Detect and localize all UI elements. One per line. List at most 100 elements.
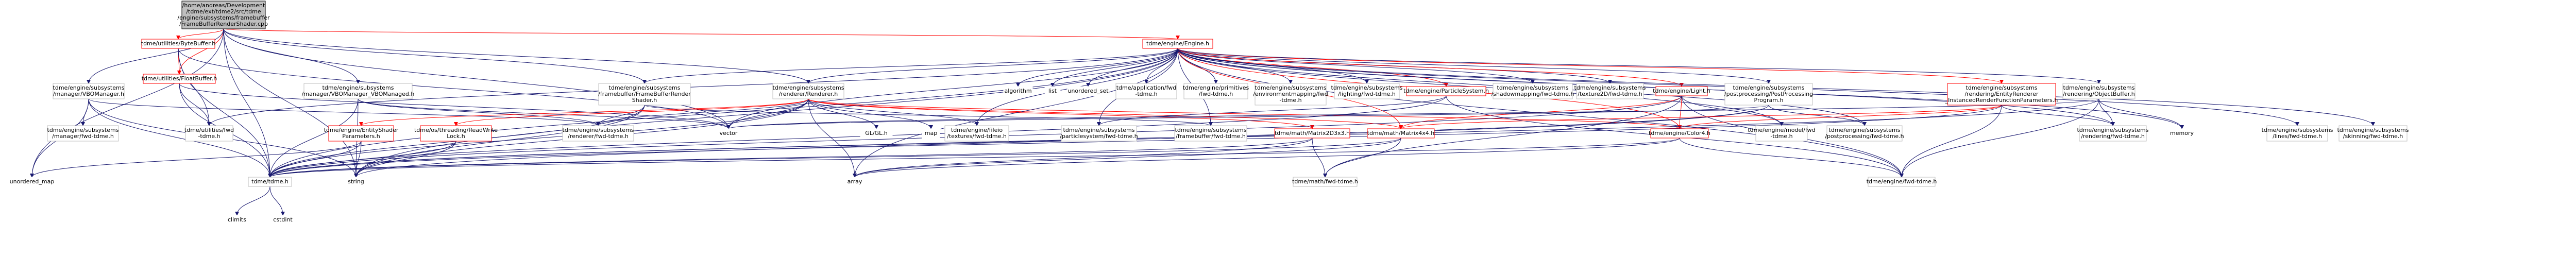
graph-node-skinning-fwd[interactable]: tdme/engine/subsystems/skinning/fwd-tdme… [2337,125,2409,142]
graph-node-fileio-fwd[interactable]: tdme/engine/fileio/textures/fwd-tdme.h [944,125,1009,142]
graph-node-engine-fwd[interactable]: tdme/engine/fwd-tdme.h [1867,177,1937,187]
graph-node-box [598,83,691,106]
graph-node-label: array [848,178,862,185]
include-edge [1679,138,1904,178]
graph-node-particlesystem[interactable]: tdme/engine/ParticleSystem.h [1403,86,1489,96]
graph-node-label: tdme/engine/subsystems [2262,127,2333,133]
graph-node-matrix2d3x3[interactable]: tdme/math/Matrix2D3x3.h [1274,128,1350,139]
include-edge [358,98,600,126]
graph-node-envmap-fwd[interactable]: tdme/engine/subsystems/environmentmappin… [1253,83,1328,106]
graph-node-string: string [345,177,367,187]
include-edge [1177,48,1771,84]
include-edge [726,48,1178,129]
include-edge [223,28,810,84]
graph-node-box [1061,125,1137,142]
graph-node-box [1724,83,1813,106]
graph-node-label: tdme/engine/subsystems [563,127,634,133]
include-edge [30,28,224,178]
graph-node-box [1183,83,1248,99]
graph-node-renderer-fwd[interactable]: tdme/engine/subsystems/renderer/fwd-tdme… [562,125,634,142]
graph-node-postproc-prog[interactable]: tdme/engine/subsystems/postprocessing/Po… [1724,83,1813,106]
graph-node-label: /fwd-tdme.h [1199,91,1233,97]
graph-node-label: tdme/engine/subsystems [773,84,844,91]
graph-node-box [1868,177,1936,187]
graph-node-box [1142,39,1213,49]
graph-node-box [2062,83,2136,99]
graph-node-label: vector [720,130,738,136]
graph-node-memory: memory [2168,128,2195,139]
graph-node-framebuffer-fwd[interactable]: tdme/engine/subsystems/framebuffer/fwd-t… [1174,125,1247,142]
include-edge [806,48,1178,84]
include-edge [179,83,211,126]
graph-node-box [922,128,940,139]
graph-node-box [1406,86,1486,96]
include-edge [808,98,857,178]
graph-node-label: list [1048,88,1057,94]
graph-node-label: /home/andreas/Development [182,2,265,9]
graph-node-color4[interactable]: tdme/engine/Color4.h [1649,128,1710,139]
graph-node-box [2266,125,2328,142]
graph-node-math-fwd[interactable]: tdme/math/fwd-tdme.h [1292,177,1358,187]
graph-node-box [10,177,54,187]
graph-node-box [562,125,634,142]
graph-node-objectbuffer[interactable]: tdme/engine/subsystems/rendering/ObjectB… [2062,83,2136,99]
include-edge [1900,98,2099,178]
graph-node-primitives-fwd[interactable]: tdme/engine/primitives/fwd-tdme.h [1183,83,1249,99]
graph-node-label: cstdint [273,216,293,223]
include-edge [642,48,1178,84]
graph-node-vbomanager[interactable]: tdme/engine/subsystems/manager/VBOManage… [53,83,125,99]
include-edge [178,48,211,126]
graph-node-box [1115,83,1177,99]
graph-node-instanced-renderer[interactable]: tdme/engine/subsystems/rendering/EntityR… [1945,83,2058,106]
graph-node-label: Parameters.h [342,133,380,140]
graph-node-lighting-fwd[interactable]: tdme/engine/subsystems/lighting/fwd-tdme… [1331,83,1403,99]
graph-node-floatbuffer[interactable]: tdme/utilities/FloatBuffer.h [142,74,217,84]
graph-node-renderer[interactable]: tdme/engine/subsystems/renderer/Renderer… [772,83,844,99]
graph-node-label: tdme/math/Matrix2D3x3.h [1275,130,1350,136]
graph-node-algorithm: algorithm [1003,86,1033,96]
graph-node-box [269,215,296,225]
edges-layer [30,28,2375,216]
include-edge [268,141,456,178]
graph-node-utilities-fwd[interactable]: tdme/utilities/fwd-tdme.h [184,125,234,142]
graph-node-box [224,215,250,225]
include-edge [726,98,809,129]
graph-node-fbrendershader-h[interactable]: tdme/engine/subsystems/framebuffer/Frame… [598,83,691,106]
graph-node-tdme-h[interactable]: tdme/tdme.h [248,177,292,187]
graph-node-postproc-fwd[interactable]: tdme/engine/subsystems/postprocessing/fw… [1825,125,1904,142]
graph-node-box [1650,128,1709,139]
include-edge [596,98,809,126]
graph-node-label: unordered_map [10,178,55,185]
graph-node-model-fwd[interactable]: tdme/engine/model/fwd-tdme.h [1748,125,1816,142]
graph-node-label: tdme/engine/subsystems [323,84,394,91]
graph-node-label: tdme/engine/subsystems [2077,127,2149,133]
graph-node-app-fwd[interactable]: tdme/application/fwd-tdme.h [1115,83,1177,99]
graph-node-label: /postprocessing/PostProcessing [1724,91,1813,97]
graph-node-lines-fwd[interactable]: tdme/engine/subsystems/lines/fwd-tdme.h [2262,125,2333,142]
graph-node-matrix4x4[interactable]: tdme/math/Matrix4x4.h [1367,128,1435,139]
include-edge [354,141,456,178]
graph-node-box [345,177,367,187]
graph-node-light[interactable]: tdme/engine/Light.h [1653,86,1710,96]
graph-node-label: -tdme.h [198,133,220,140]
graph-node-box [1274,128,1350,139]
graph-node-manager-fwd[interactable]: tdme/engine/subsystems/manager/fwd-tdme.… [47,125,119,142]
include-edge [1900,105,2002,178]
graph-node-shadowmap-fwd[interactable]: tdme/engine/subsystems/shadowmapping/fwd… [1492,83,1574,99]
graph-node-label: /manager/VBOManager_VBOManaged.h [302,91,415,97]
graph-node-engine[interactable]: tdme/engine/Engine.h [1142,39,1213,49]
graph-node-bytebuffer[interactable]: tdme/utilities/ByteBuffer.h [141,39,216,49]
graph-node-vbomanaged[interactable]: tdme/engine/subsystems/manager/VBOManage… [302,83,415,99]
graph-node-cstdint: cstdint [269,215,296,225]
graph-node-box [303,83,413,99]
graph-node-root[interactable]: /home/andreas/Development/tdme/ext/tdme2… [177,1,270,29]
graph-node-rendering-fwd[interactable]: tdme/engine/subsystems/rendering/fwd-tdm… [2077,125,2149,142]
include-edge [853,48,1178,178]
graph-node-box [1755,125,1808,142]
graph-node-texture2d-fwd[interactable]: tdme/engine/subsystems/texture2D/fwd-tdm… [1574,83,1646,99]
graph-node-particles-fwd[interactable]: tdme/engine/subsystems/particlesystem/fw… [1060,125,1138,142]
include-edge [808,98,979,126]
graph-node-label: /manager/fwd-tdme.h [52,133,114,140]
